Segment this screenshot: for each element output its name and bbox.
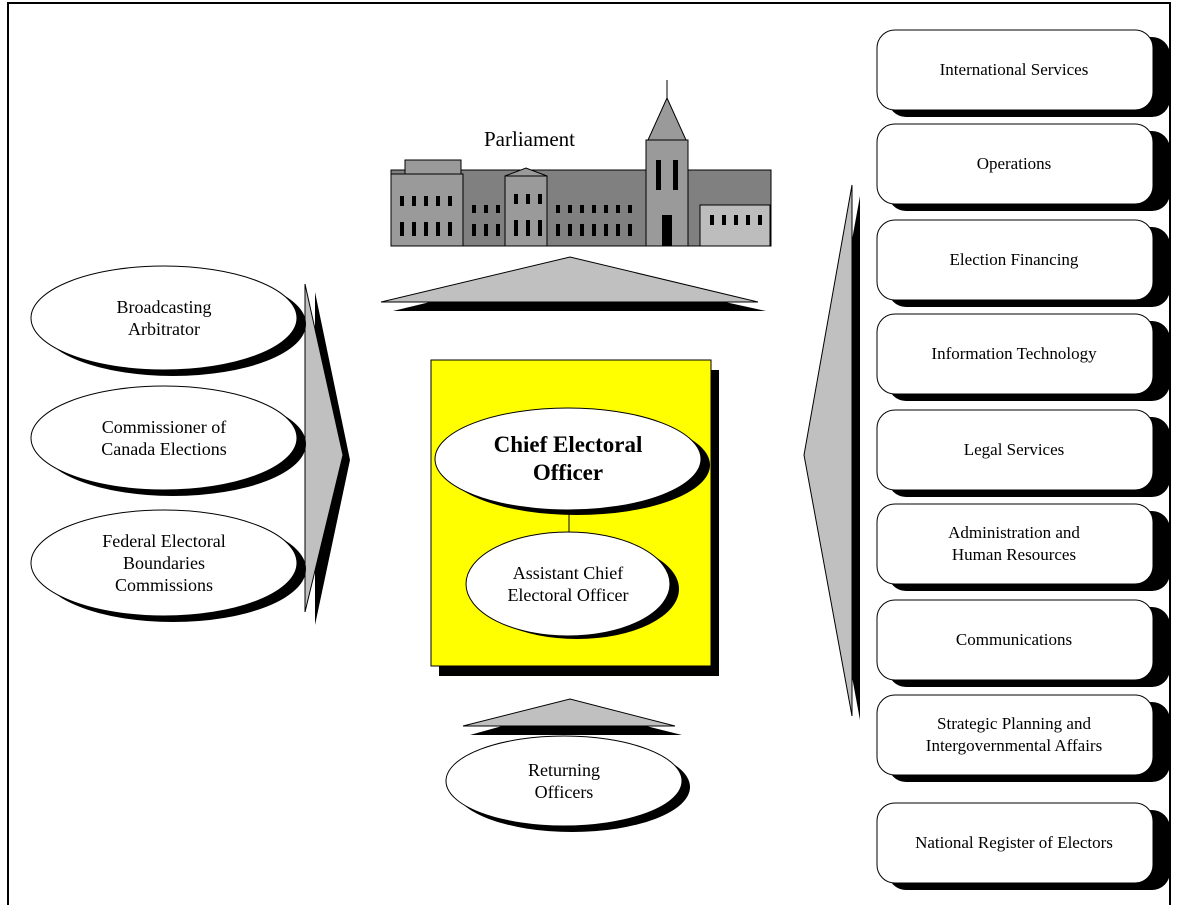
broadcasting-arbitrator-label: Broadcasting Arbitrator [116,297,212,339]
directorate-communications: Communications [877,600,1151,680]
box [876,802,1154,884]
directorate-international-services: International Services [877,30,1151,110]
directorate-label: Election Financing [949,250,1079,269]
broadcasting-arbitrator-node: Broadcasting Arbitrator [31,266,297,370]
assistant-chief-label: Assistant Chief Electoral Officer [507,563,629,605]
boundaries-commissions-label: Federal Electoral Boundaries Commissions [102,531,226,595]
directorate-boxes [876,29,1170,890]
box [876,599,1154,681]
directorate-label: Legal Services [963,440,1065,459]
assistant-ellipse [465,531,671,637]
directorate-administration-hr: Administration and Human Resources [877,504,1151,584]
chief-ellipse [434,407,702,511]
directorate-label: Administration and Human Resources [948,523,1080,564]
box [876,219,1154,301]
parliament-label: Parliament [484,127,575,151]
directorate-label: Strategic Planning and Intergovernmental… [925,714,1103,755]
returning-officers-node: Returning Officers [446,736,682,826]
parliament-windows [400,160,762,246]
directorate-operations: Operations [877,124,1151,204]
directorate-label: National Register of Electors [915,833,1113,852]
directorate-strategic-planning: Strategic Planning and Intergovernmental… [877,695,1151,775]
left-ellipse-1 [30,265,298,371]
box [876,503,1154,585]
returning-officers-label: Returning Officers [528,760,600,802]
directorate-election-financing: Election Financing [877,220,1151,300]
chief-electoral-officer-label: Chief Electoral Officer [493,432,643,485]
directorate-national-register: National Register of Electors [877,803,1151,883]
directorate-label: Communications [955,630,1073,649]
box [876,409,1154,491]
top-arrow [380,256,759,303]
directorate-information-technology: Information Technology [877,314,1151,394]
box [876,313,1154,395]
directorate-legal-services: Legal Services [877,410,1151,490]
directorate-label: International Services [939,60,1089,79]
left-ellipse-3 [30,509,298,617]
left-ellipse-2 [30,385,298,491]
chief-electoral-officer-node: Chief Electoral Officer [435,408,701,510]
bottom-arrow [462,698,676,727]
box [876,123,1154,205]
box [876,694,1154,776]
returning-ellipse [445,735,683,827]
directorate-label: Information Technology [931,344,1097,363]
right-arrow [803,184,853,717]
commissioner-label: Commissioner of Canada Elections [101,417,227,459]
directorate-label: Operations [976,154,1052,173]
box [876,29,1154,111]
assistant-chief-node: Assistant Chief Electoral Officer [466,532,670,636]
commissioner-node: Commissioner of Canada Elections [31,386,297,490]
boundaries-commissions-node: Federal Electoral Boundaries Commissions [31,510,297,616]
